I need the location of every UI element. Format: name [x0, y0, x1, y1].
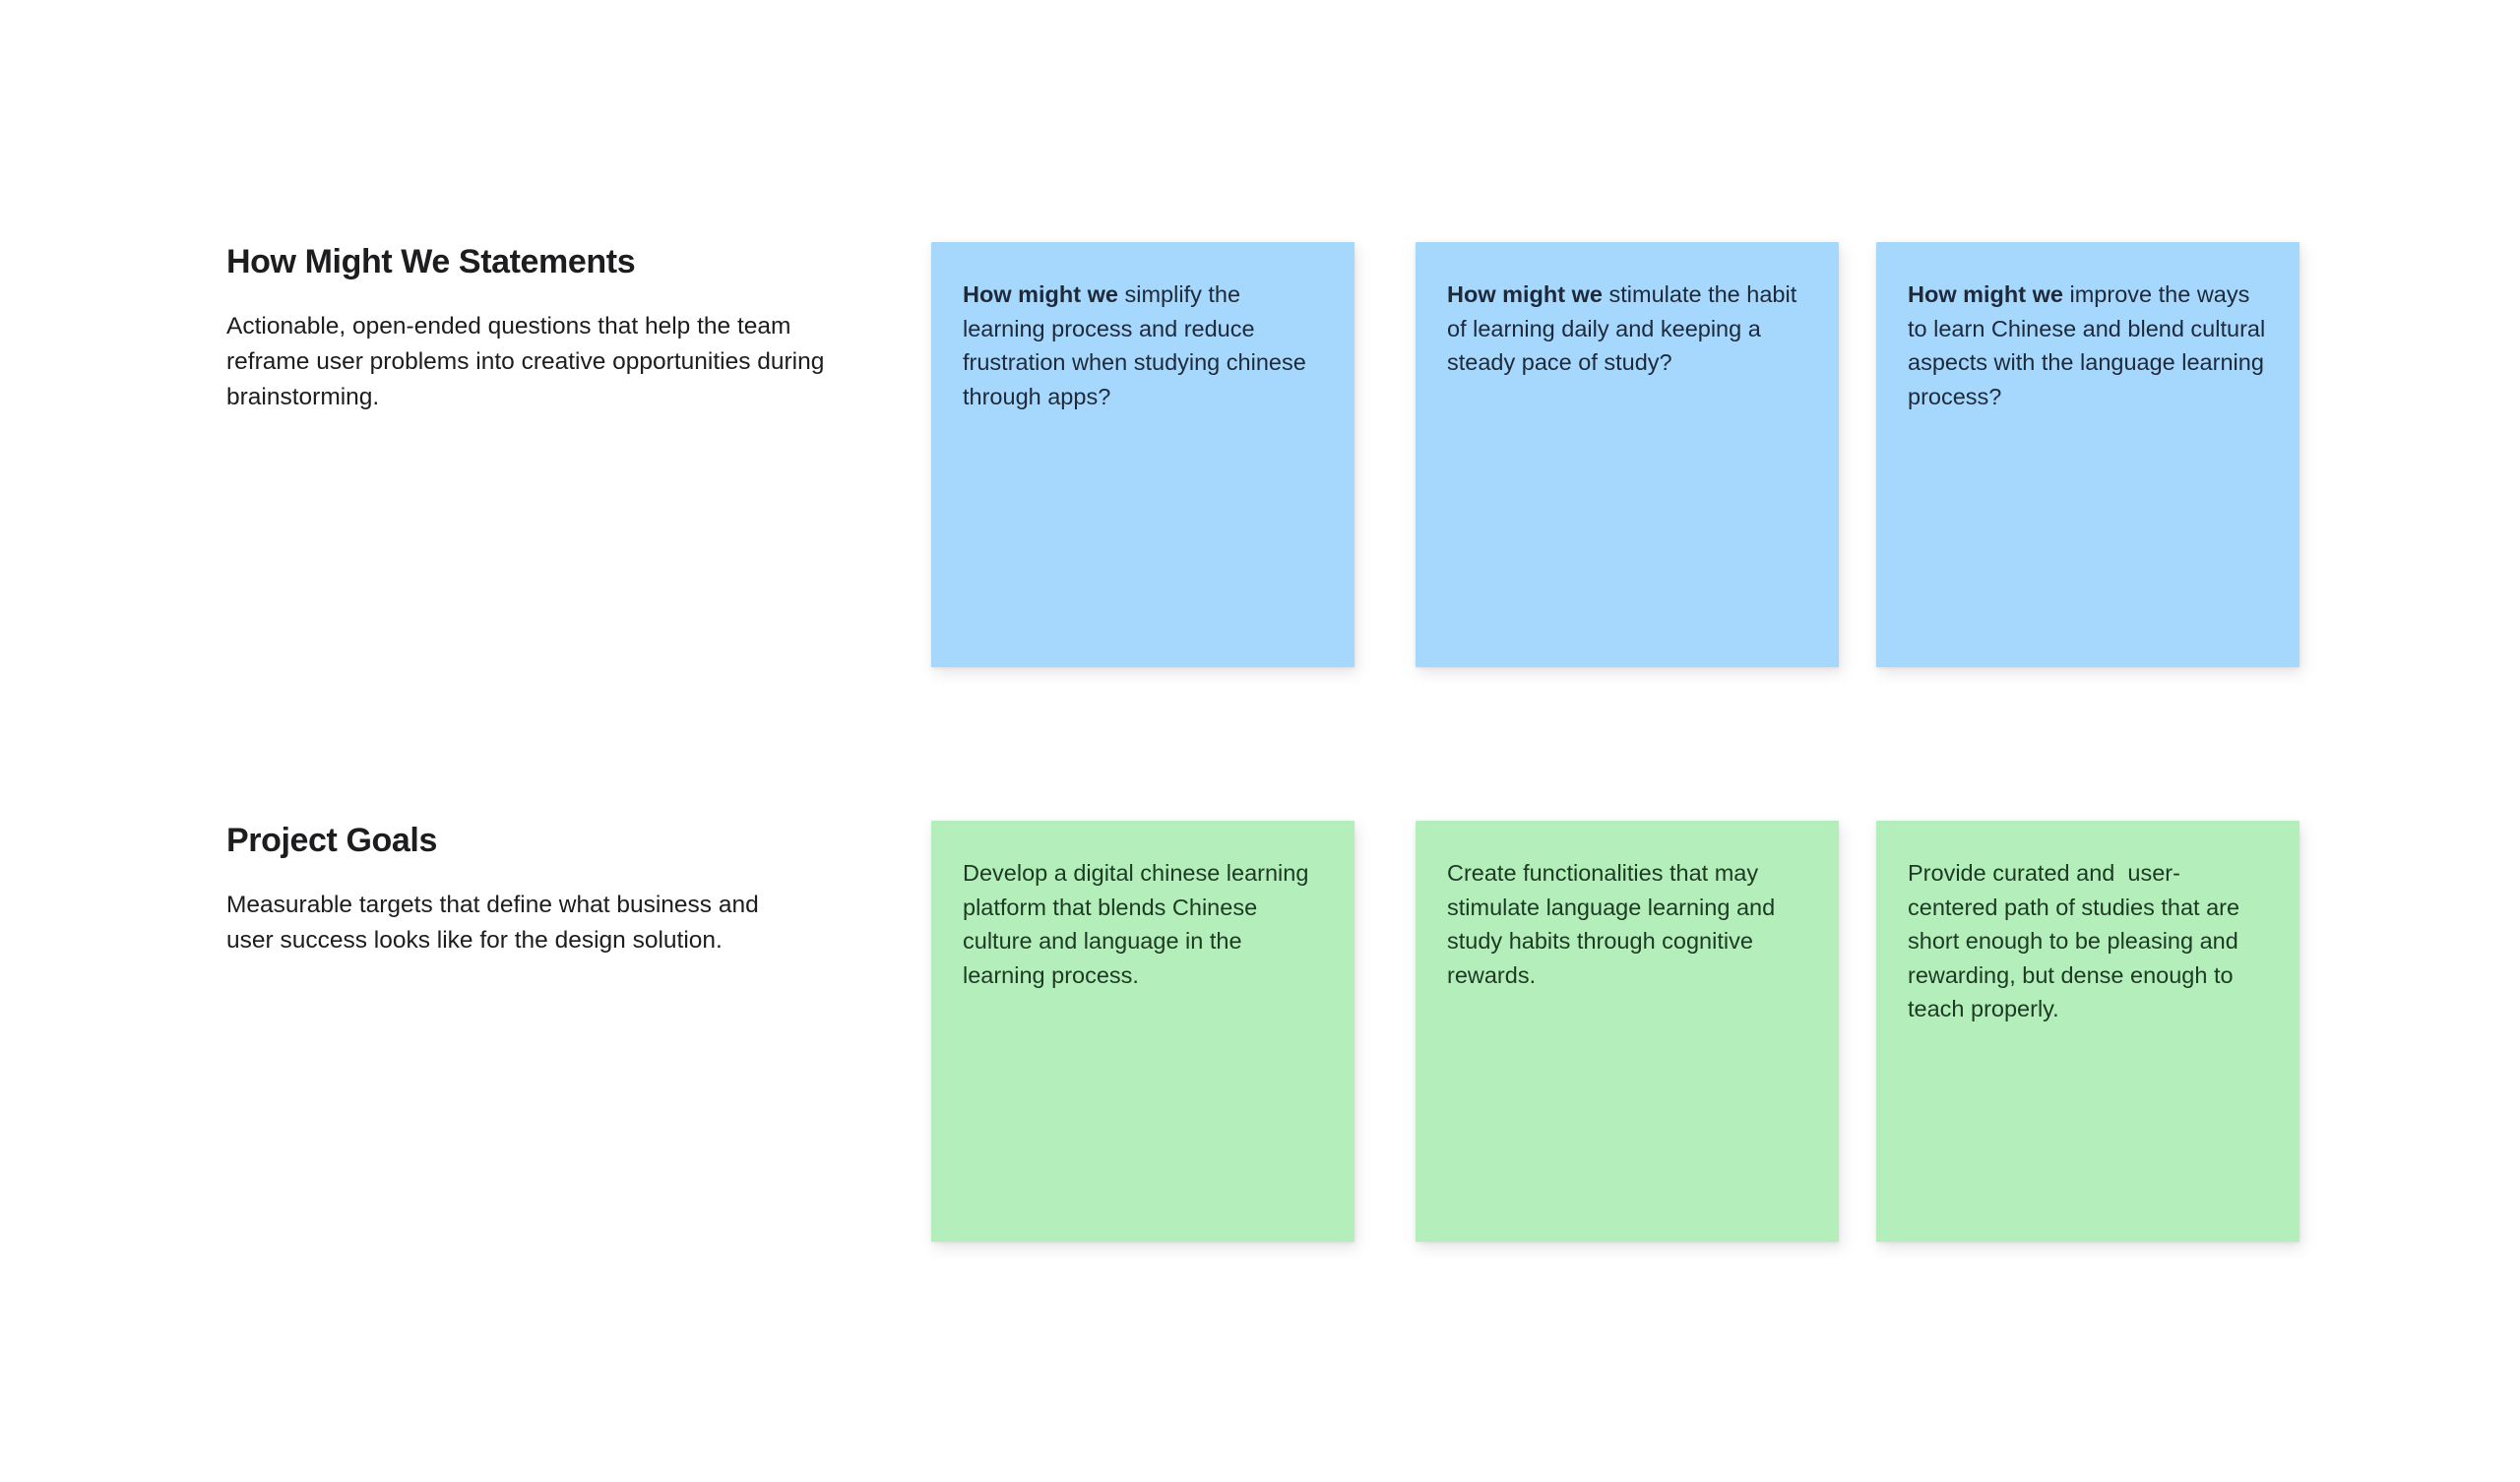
sticky-note-card[interactable]: Provide curated and user-centered path o…	[1876, 821, 2300, 1242]
sticky-note-text: Provide curated and user-centered path o…	[1908, 856, 2268, 1026]
sticky-note-body: stimulate the habit of learning daily an…	[1447, 281, 1803, 376]
sticky-note-text: Develop a digital chinese learning platf…	[963, 856, 1323, 992]
section-description-how-might-we: Actionable, open-ended questions that he…	[226, 313, 825, 411]
sticky-note-card[interactable]: Create functionalities that may stimulat…	[1416, 821, 1839, 1242]
sticky-note-body: improve the ways to learn Chinese and bl…	[1908, 281, 2272, 409]
sticky-note-body: simplify the learning process and reduce…	[963, 281, 1313, 409]
sticky-note-text: How might we simplify the learning proce…	[963, 278, 1323, 413]
section-copy-project-goals: Project Goals Measurable targets that de…	[226, 821, 837, 958]
sticky-note-lead: How might we	[1447, 281, 1603, 307]
sticky-note-body: Provide curated and user-centered path o…	[1908, 860, 2246, 1022]
section-description-project-goals: Measurable targets that define what busi…	[226, 892, 759, 955]
sticky-note-lead: How might we	[963, 281, 1118, 307]
sticky-note-text: Create functionalities that may stimulat…	[1447, 856, 1807, 992]
sticky-note-card[interactable]: How might we stimulate the habit of lear…	[1416, 242, 1839, 667]
sticky-note-text: How might we stimulate the habit of lear…	[1447, 278, 1807, 380]
card-row-project-goals: Develop a digital chinese learning platf…	[931, 821, 2300, 1242]
card-row-how-might-we: How might we simplify the learning proce…	[931, 242, 2300, 667]
section-project-goals: Project Goals Measurable targets that de…	[0, 821, 2520, 1242]
sticky-note-body: Create functionalities that may stimulat…	[1447, 860, 1782, 988]
sticky-note-lead: How might we	[1908, 281, 2063, 307]
section-title-project-goals: Project Goals	[226, 822, 437, 859]
sticky-note-card[interactable]: How might we improve the ways to learn C…	[1876, 242, 2300, 667]
section-copy-how-might-we: How Might We Statements Actionable, open…	[226, 242, 837, 415]
sticky-note-body: Develop a digital chinese learning platf…	[963, 860, 1315, 988]
sticky-note-card[interactable]: How might we simplify the learning proce…	[931, 242, 1354, 667]
section-title-how-might-we: How Might We Statements	[226, 243, 636, 280]
section-how-might-we: How Might We Statements Actionable, open…	[0, 242, 2520, 667]
sticky-note-card[interactable]: Develop a digital chinese learning platf…	[931, 821, 1354, 1242]
sticky-note-text: How might we improve the ways to learn C…	[1908, 278, 2268, 413]
